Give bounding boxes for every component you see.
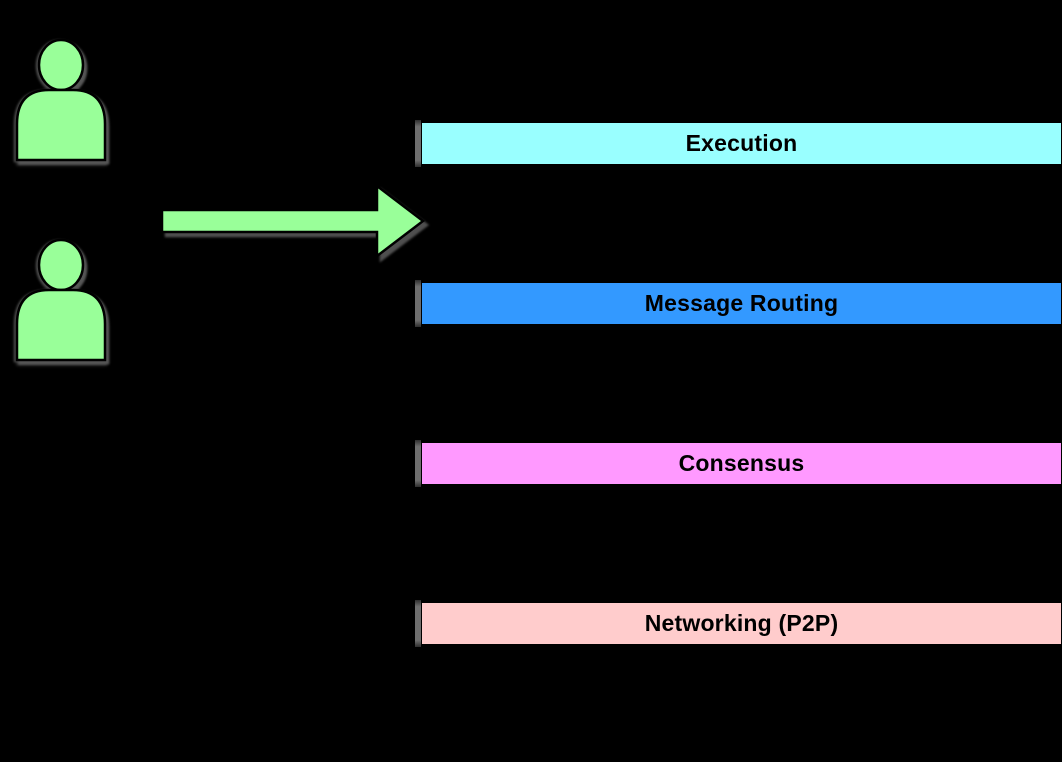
layer-label: Message Routing bbox=[644, 290, 839, 316]
layer-bar-execution: Execution bbox=[421, 122, 1062, 165]
user-body bbox=[15, 88, 107, 162]
user-icon bbox=[15, 238, 107, 362]
layer-bar-consensus: Consensus bbox=[421, 442, 1062, 485]
layer-left-shadow bbox=[415, 440, 421, 487]
user-icon bbox=[15, 38, 107, 162]
layer-left-shadow bbox=[415, 600, 421, 647]
layer-left-shadow bbox=[415, 280, 421, 327]
layer-label: Networking (P2P) bbox=[644, 610, 839, 636]
layer-label: Consensus bbox=[678, 450, 805, 476]
arrow-shape bbox=[160, 183, 426, 259]
layer-bar-networking: Networking (P2P) bbox=[421, 602, 1062, 645]
layer-bar-message-routing: Message Routing bbox=[421, 282, 1062, 325]
user-body bbox=[15, 288, 107, 362]
arrow-right-icon bbox=[160, 183, 426, 259]
user-head bbox=[37, 38, 85, 92]
user-head bbox=[37, 238, 85, 292]
layer-left-shadow bbox=[415, 120, 421, 167]
layer-label: Execution bbox=[685, 130, 798, 156]
